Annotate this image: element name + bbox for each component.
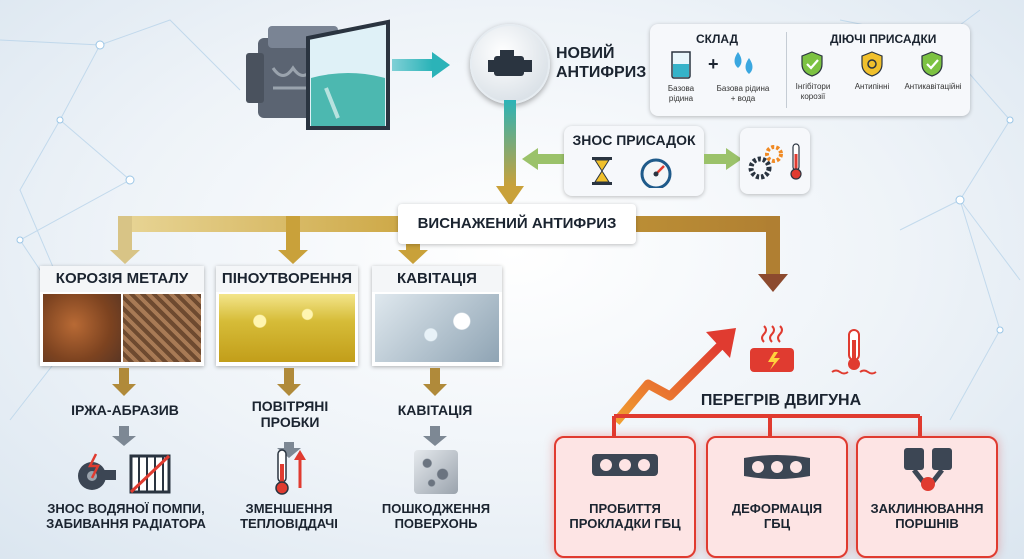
new-antifreeze-line1: НОВИЙ — [556, 44, 646, 63]
head-deformation-caption-line1: ДЕФОРМАЦІЯ — [708, 502, 846, 517]
water-pump-icon — [70, 452, 120, 496]
piston-seizure-caption: ЗАКЛИНЮВАННЯ ПОРШНІВ — [858, 502, 996, 532]
antifoam-shield-icon — [860, 50, 884, 78]
foam-result-line1: ПОВІТРЯНІ — [230, 398, 350, 414]
wear-panel: ЗНОС ПРИСАДОК — [564, 126, 704, 196]
cavitation-branch-card: КАВІТАЦІЯ — [372, 266, 502, 366]
foam-liquid-image — [219, 294, 355, 362]
base-liquid-label: Базова рідина — [658, 84, 704, 104]
overheat-card-piston-seizure: ЗАКЛИНЮВАННЯ ПОРШНІВ — [856, 436, 998, 558]
head-deformation-caption: ДЕФОРМАЦІЯ ГБЦ — [708, 502, 846, 532]
corrosion-branch-card: КОРОЗІЯ МЕТАЛУ — [40, 266, 204, 366]
base-liquid-water-label: Базова рідина + вода — [708, 84, 778, 104]
water-drops-icon — [728, 48, 758, 78]
rusty-radiator-image — [123, 294, 201, 362]
base-liquid-water-line1: Базова рідина — [708, 84, 778, 94]
foam-result: ПОВІТРЯНІ ПРОБКИ — [230, 398, 350, 430]
additives-title: ДІЮЧІ ПРИСАДКИ — [830, 32, 936, 46]
new-antifreeze-label: НОВИЙ АНТИФРИЗ — [556, 44, 646, 82]
foam-effect-line1: ЗМЕНШЕННЯ — [224, 502, 354, 517]
gasket-caption-line1: ПРОБИТТЯ — [556, 502, 694, 517]
antifoam-label: Антипінні — [844, 82, 900, 91]
corrosion-inhibitor-line1: Інгібітори — [788, 82, 838, 92]
speedometer-icon — [636, 156, 676, 188]
new-antifreeze-badge — [470, 24, 550, 104]
corrosion-inhibitor-shield-icon — [800, 50, 824, 78]
cavitation-effect: ПОШКОДЖЕННЯ ПОВЕРХОНЬ — [366, 502, 506, 532]
damaged-surface-icon — [414, 450, 458, 494]
overheat-card-head-deformation: ДЕФОРМАЦІЯ ГБЦ — [706, 436, 848, 558]
heat-gear-panel — [740, 128, 810, 194]
corrosion-title: КОРОЗІЯ МЕТАЛУ — [40, 266, 204, 292]
base-liquid-line2: рідина — [658, 94, 704, 104]
overheat-title: ПЕРЕГРІВ ДВИГУНА — [676, 392, 886, 410]
base-liquid-water-line2: + вода — [708, 94, 778, 104]
cavitation-effect-line2: ПОВЕРХОНЬ — [366, 517, 506, 532]
corrosion-effect-line2: ЗАБИВАННЯ РАДІАТОРА — [26, 517, 226, 532]
composition-title: СКЛАД — [696, 32, 738, 46]
gasket-caption-line2: ПРОКЛАДКИ ГБЦ — [556, 517, 694, 532]
anticavitation-label: Антикавітаційні — [900, 82, 966, 91]
corrosion-effect-line1: ЗНОС ВОДЯНОЇ ПОМПИ, — [26, 502, 226, 517]
piston-seizure-caption-line2: ПОРШНІВ — [858, 517, 996, 532]
foam-title: ПІНОУТВОРЕННЯ — [216, 266, 358, 292]
foam-result-line2: ПРОБКИ — [230, 414, 350, 430]
engine-with-tank-illustration — [238, 8, 398, 138]
head-gasket-icon — [590, 450, 660, 480]
new-antifreeze-line2: АНТИФРИЗ — [556, 63, 646, 82]
base-liquid-line1: Базова — [658, 84, 704, 94]
cavitation-title: КАВІТАЦІЯ — [372, 266, 502, 292]
thermometer-icon — [788, 142, 804, 182]
wear-title: ЗНОС ПРИСАДОК — [564, 132, 704, 148]
piston-icon — [900, 444, 956, 494]
foam-branch-card: ПІНОУТВОРЕННЯ — [216, 266, 358, 366]
cavitation-effect-line1: ПОШКОДЖЕННЯ — [366, 502, 506, 517]
corrosion-inhibitor-label: Інгібітори корозії — [788, 82, 838, 102]
foam-effect-line2: ТЕПЛОВІДДАЧІ — [224, 517, 354, 532]
corrosion-effect: ЗНОС ВОДЯНОЇ ПОМПИ, ЗАБИВАННЯ РАДІАТОРА — [26, 502, 226, 532]
cavitation-result: КАВІТАЦІЯ — [380, 402, 490, 418]
gasket-caption: ПРОБИТТЯ ПРОКЛАДКИ ГБЦ — [556, 502, 694, 532]
piston-seizure-caption-line1: ЗАКЛИНЮВАННЯ — [858, 502, 996, 517]
plus-sign: + — [708, 54, 719, 75]
head-deformation-caption-line2: ГБЦ — [708, 517, 846, 532]
rusty-part-image — [43, 294, 121, 362]
cylinder-head-icon — [742, 452, 812, 482]
composition-panel: СКЛАД + Базова рідина Базова рідина + во… — [650, 24, 970, 116]
engine-icon — [472, 26, 548, 102]
depleted-title: ВИСНАЖЕНИЙ АНТИФРИЗ — [398, 215, 636, 232]
corrosion-result: ІРЖА-АБРАЗИВ — [40, 402, 210, 418]
beaker-icon — [668, 50, 694, 80]
engine-warning-icon — [744, 322, 800, 378]
hourglass-icon — [590, 156, 614, 186]
thermometer-up-icon — [270, 448, 310, 496]
anticavitation-shield-icon — [920, 50, 944, 78]
arrow-wear-to-right — [704, 146, 744, 172]
foam-effect: ЗМЕНШЕННЯ ТЕПЛОВІДДАЧІ — [224, 502, 354, 532]
panel-divider — [786, 32, 787, 108]
radiator-icon — [128, 452, 172, 496]
gears-icon — [746, 142, 786, 182]
depleted-label-box: ВИСНАЖЕНИЙ АНТИФРИЗ — [398, 204, 636, 244]
overheat-card-gasket: ПРОБИТТЯ ПРОКЛАДКИ ГБЦ — [554, 436, 696, 558]
arrow-engine-to-new — [392, 50, 452, 80]
thermometer-waves-icon — [830, 328, 880, 378]
corrosion-inhibitor-line2: корозії — [788, 92, 838, 102]
cavitation-bubbles-image — [375, 294, 499, 362]
